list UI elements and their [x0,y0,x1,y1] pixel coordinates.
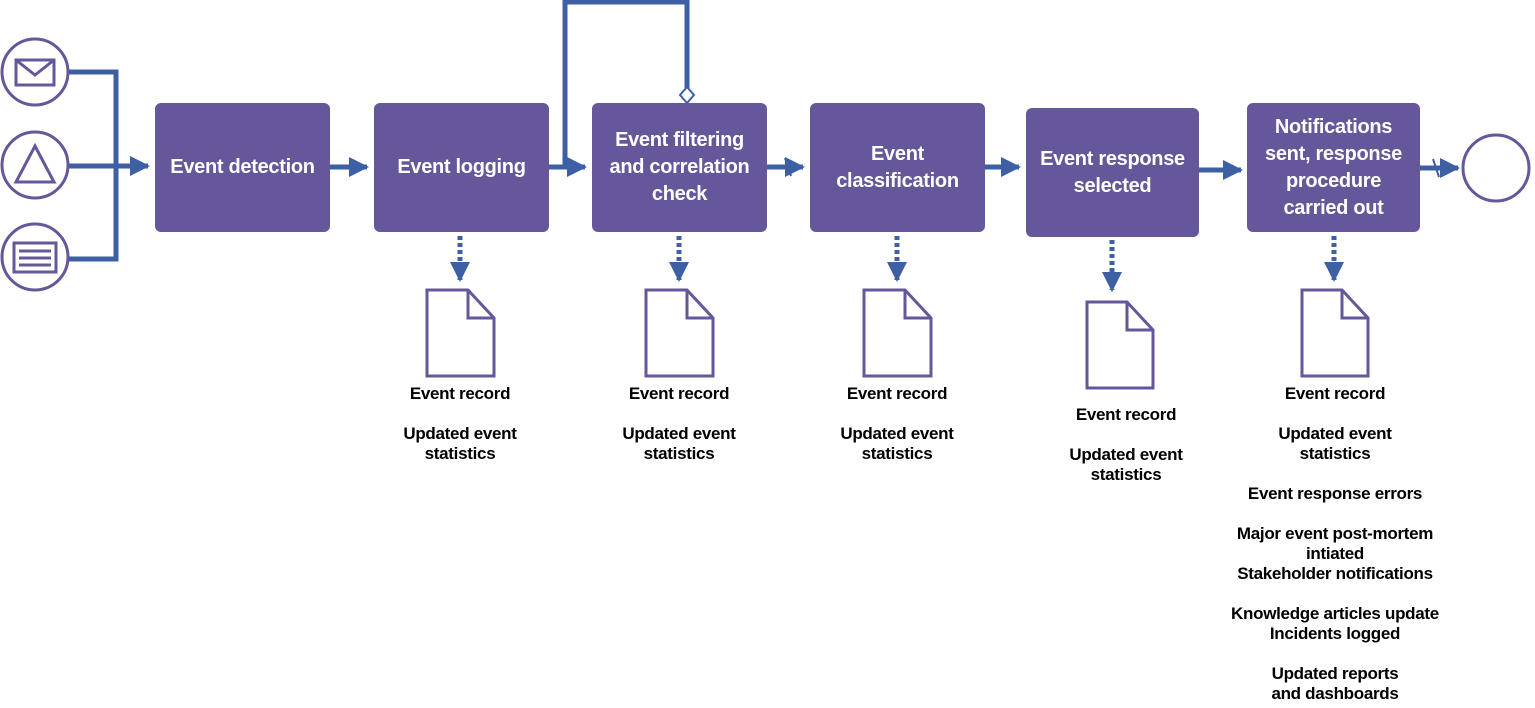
output-item: Updated event statistics [622,424,736,463]
output-item: Incidents logged [1269,624,1401,643]
output-item: Event record [1284,384,1386,403]
step-event-detection: Event detection [155,103,330,232]
flow-slash-marks [784,157,1440,178]
step-label: Event logging [397,156,526,178]
step-label: Event response selected [1040,147,1185,197]
output-item: Event record [846,384,948,403]
step-label: Event filtering and correlation check [609,129,750,205]
document-icon [644,288,715,378]
output-list-logging: Event record Updated event statistics [380,384,540,464]
output-item: Event record [409,384,511,403]
document-icon [425,288,496,378]
step-event-classification: Event classification [810,103,985,232]
output-item: Updated event statistics [403,424,517,463]
end-circle-icon [1461,133,1531,203]
output-item: Event response errors [1247,484,1423,503]
input-envelope-icon [0,37,70,107]
input-merge-connector [69,69,150,262]
loop-connector [562,0,690,167]
step-event-response-selected: Event response selected [1026,108,1199,237]
step-event-filtering: Event filtering and correlation check [592,103,767,232]
output-item: Stakeholder notifications [1237,564,1433,583]
output-item: Major event post-mortem intiated [1236,524,1434,563]
output-item: Updated event statistics [1278,424,1392,463]
loop-diamond-icon [678,85,696,105]
input-triangle-icon [0,130,70,200]
document-icon [1300,288,1370,378]
step-label: Event detection [170,156,315,178]
output-list-notifications: Event record Updated event statistics Ev… [1215,384,1455,704]
output-list-response-selected: Event record Updated event statistics [1046,405,1206,485]
output-item: Updated reports and dashboards [1271,664,1399,703]
output-list-classification: Event record Updated event statistics [817,384,977,464]
output-item: Knowledge articles update [1231,604,1439,623]
step-label: Event classification [836,142,959,192]
output-dotted-arrows [450,236,1344,292]
input-list-icon [0,222,70,292]
step-event-logging: Event logging [374,103,549,232]
output-list-filtering: Event record Updated event statistics [599,384,759,464]
document-icon [862,288,933,378]
output-item: Event record [628,384,730,403]
output-item: Updated event statistics [840,424,954,463]
step-notifications-sent: Notifications sent, response procedure c… [1247,103,1420,232]
step-label: Notifications sent, response procedure c… [1265,115,1402,219]
output-item: Event record [1075,405,1177,424]
document-icon [1085,300,1155,390]
output-item: Updated event statistics [1069,445,1183,484]
